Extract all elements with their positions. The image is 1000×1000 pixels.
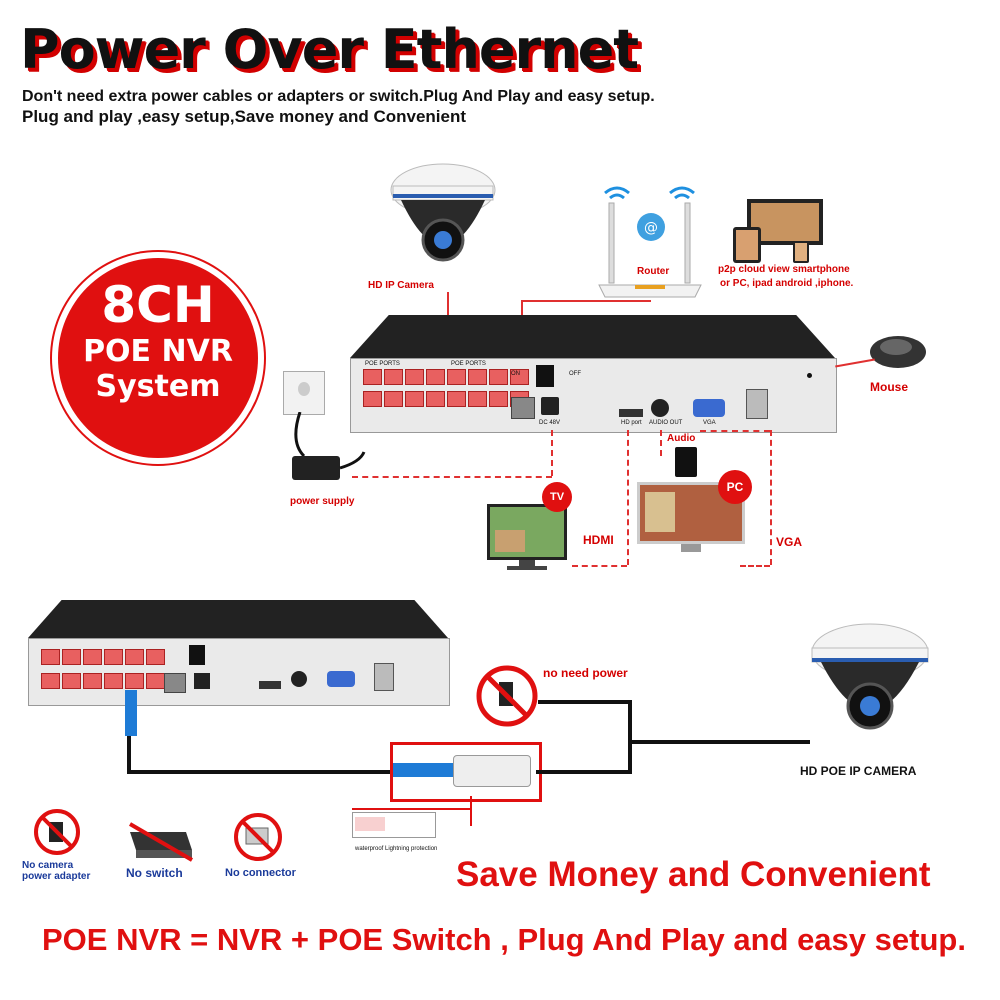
badge-line-3: System	[95, 369, 221, 404]
bottom-nvr-cover	[28, 600, 448, 638]
dc-jack	[541, 397, 559, 415]
pc-monitor-icon	[637, 482, 745, 552]
dc-label: DC 48V	[539, 420, 561, 426]
poe-plug	[125, 690, 137, 736]
svg-text:@: @	[644, 220, 658, 236]
hdmi-port	[619, 409, 643, 417]
no-switch-label: No switch	[126, 866, 183, 880]
vga-link-line	[700, 430, 770, 432]
cloud-label-1: p2p cloud view smartphone	[718, 264, 850, 275]
poe-ports-label-2: POE PORTS	[451, 361, 486, 367]
top-nvr-back-panel: POE PORTS POE PORTS ON OFF DC 48V HD por…	[350, 358, 837, 433]
no-adapter-label-2: power adapter	[22, 871, 91, 882]
top-camera-label: HD IP Camera	[368, 280, 434, 291]
audio-out-label: AUDIO OUT	[649, 420, 683, 426]
hd-port-label: HD port	[621, 420, 642, 426]
mouse-icon	[870, 336, 926, 368]
hdmi-label: HDMI	[583, 533, 614, 547]
page-title: Power Over Ethernet	[20, 18, 639, 81]
no-connector-icon	[234, 813, 282, 861]
poe-camera-label: HD POE IP CAMERA	[800, 764, 917, 778]
subtitle-line-2: Plug and play ,easy setup,Save money and…	[22, 107, 467, 126]
bottom-nvr-back-panel	[28, 638, 450, 706]
router-link-h	[521, 300, 651, 302]
power-supply-label: power supply	[290, 496, 355, 507]
pc-badge: PC	[718, 470, 752, 504]
audio-port	[651, 399, 669, 417]
poe-equation: POE NVR = NVR + POE Switch , Plug And Pl…	[42, 922, 966, 957]
badge-line-2: POE NVR	[83, 334, 233, 369]
waterproof-connector-icon	[352, 812, 436, 838]
no-switch-icon	[128, 822, 194, 862]
top-nvr-cover	[350, 315, 835, 358]
save-money-headline: Save Money and Convenient	[456, 855, 931, 894]
router-icon: @	[598, 186, 702, 298]
power-adapter-icon	[292, 412, 366, 480]
no-adapter-icon	[34, 809, 80, 855]
cloud-label-2: or PC, ipad android ,iphone.	[720, 278, 854, 289]
mouse-label: Mouse	[870, 380, 909, 394]
subtitle-line-1: Don't need extra power cables or adapter…	[22, 88, 655, 105]
vga-port	[693, 399, 725, 417]
power-link-line	[352, 476, 552, 478]
bottom-dome-camera-icon	[811, 623, 929, 730]
nvr-badge: 8CH POE NVR System	[58, 258, 258, 458]
power-switch	[536, 365, 554, 387]
audio-label: Audio	[667, 433, 696, 444]
connector-box	[390, 742, 542, 802]
usb-ports	[746, 389, 768, 419]
no-need-power-label: no need power	[543, 666, 628, 680]
lan-port	[511, 397, 535, 419]
dome-camera-icon	[390, 163, 496, 262]
waterproof-label: waterproof Lightning protection	[355, 846, 438, 852]
devices-icon	[733, 199, 823, 263]
tv-badge: TV	[542, 482, 572, 512]
tv-icon	[487, 504, 567, 570]
badge-line-1: 8CH	[101, 276, 215, 334]
on-label: ON	[511, 371, 520, 377]
vga-label: VGA	[776, 535, 803, 549]
router-label: Router	[637, 266, 670, 277]
no-power-icon	[476, 665, 538, 727]
vga-port-label: VGA	[703, 420, 716, 426]
no-connector-label: No connector	[225, 867, 296, 879]
off-label: OFF	[569, 371, 581, 377]
speaker-icon	[675, 447, 697, 477]
no-adapter-label-1: No camera	[22, 860, 74, 871]
poe-ports-label-1: POE PORTS	[365, 361, 400, 367]
